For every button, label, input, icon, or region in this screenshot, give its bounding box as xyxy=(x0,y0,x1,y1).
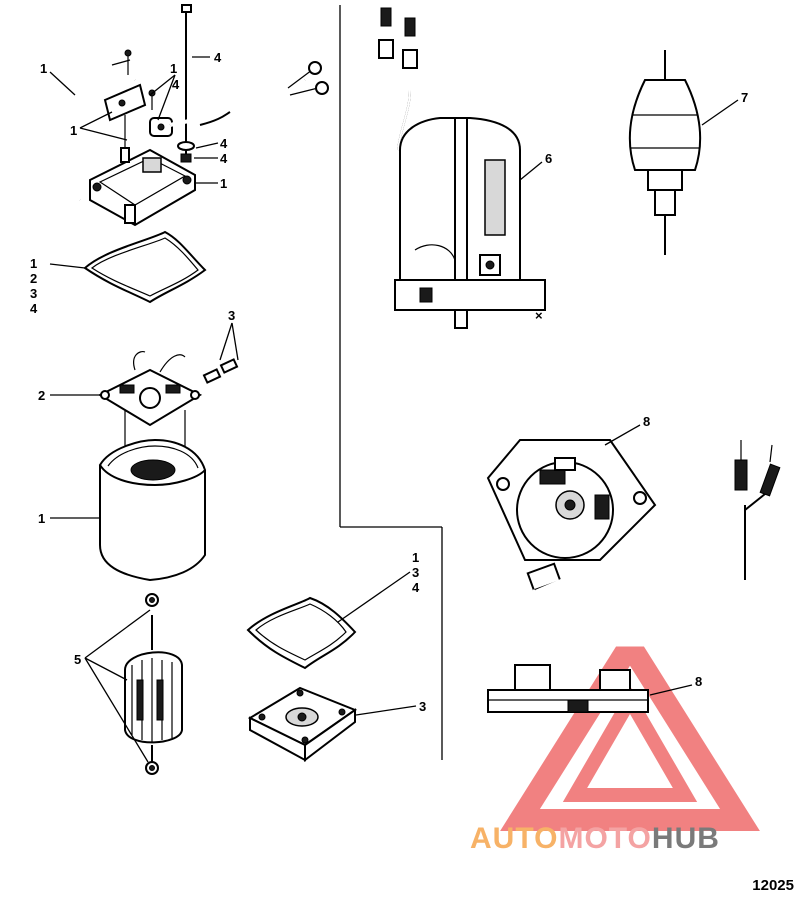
callout-1-endcap: 1 xyxy=(220,176,227,191)
watermark-inner-triangle xyxy=(562,686,698,802)
callout-4-nut: 4 xyxy=(220,151,228,166)
callout-7-capacitor: 7 xyxy=(741,90,748,105)
watermark-text-auto: AUTO xyxy=(470,822,558,855)
callout-1-hose: 1 xyxy=(40,61,47,76)
brush-plate-assembly-8 xyxy=(486,439,781,647)
callout-1-oring: 1 xyxy=(30,256,37,271)
figure-number: 12025 xyxy=(752,877,794,894)
callout-1-screws: 1 xyxy=(70,123,77,138)
section-divider xyxy=(339,5,443,760)
callout-3-lower-endcap: 3 xyxy=(419,699,426,714)
callout-8-brushplate: 8 xyxy=(643,414,650,429)
callout-4-lower-oring: 4 xyxy=(412,580,420,595)
automotohub-watermark: AUTOMOTOHUB xyxy=(470,624,760,855)
leader-lines xyxy=(49,56,739,763)
capacitor-7 xyxy=(628,50,702,255)
callout-labels: 1 1 1 4 1 4 4 4 1 2 3 4 3 2 1 5 1 3 4 3 … xyxy=(30,50,748,714)
watermark-text-hub: HUB xyxy=(652,822,720,855)
motor-assembly-6: × xyxy=(378,7,546,329)
watermark-text-moto: MOTO xyxy=(558,822,651,855)
svg-text:×: × xyxy=(535,308,543,323)
callout-2-oring: 2 xyxy=(30,271,37,286)
callout-3-lower-oring: 3 xyxy=(412,565,419,580)
callout-4-bolt: 4 xyxy=(214,50,222,65)
brush-plate xyxy=(97,350,203,455)
brush-plate-side-view xyxy=(487,664,649,713)
callout-4-oring: 4 xyxy=(30,301,38,316)
callout-8-sideview: 8 xyxy=(695,674,702,689)
lower-end-cap xyxy=(247,686,358,763)
callout-5-armature: 5 xyxy=(74,652,81,667)
watermark-triangle xyxy=(500,624,760,831)
end-cap-assembly xyxy=(40,4,329,227)
callout-1-lower-oring: 1 xyxy=(412,550,419,565)
callout-4-top: 4 xyxy=(172,77,180,92)
armature xyxy=(124,593,183,775)
svg-text:AUTOMOTOHUB: AUTOMOTOHUB xyxy=(470,822,720,855)
o-ring-upper xyxy=(83,230,207,304)
callout-2-brushplate: 2 xyxy=(38,388,45,403)
callout-1-top: 1 xyxy=(170,61,177,76)
callout-6-motor: 6 xyxy=(545,151,552,166)
callout-1-housing: 1 xyxy=(38,511,45,526)
o-ring-lower xyxy=(246,596,357,670)
callout-3-brushes: 3 xyxy=(228,308,235,323)
callout-4-washer: 4 xyxy=(220,136,228,151)
callout-3-oring: 3 xyxy=(30,286,37,301)
motor-housing xyxy=(98,438,207,582)
brush-pair xyxy=(202,358,239,384)
